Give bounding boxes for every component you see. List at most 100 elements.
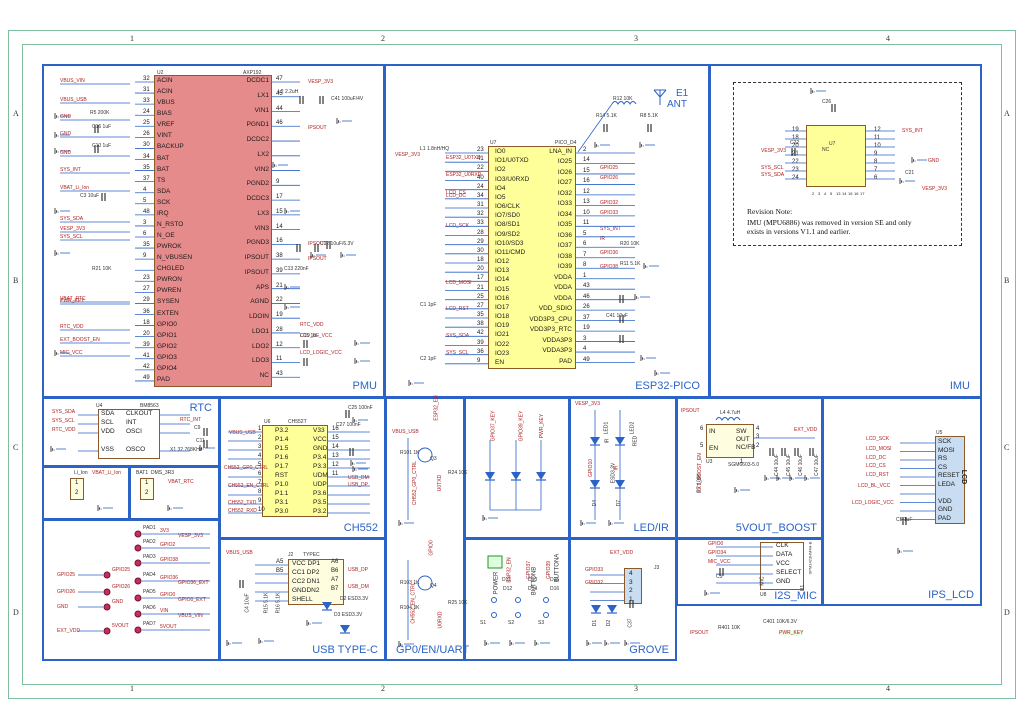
pmu-pin-number: 23: [143, 275, 150, 282]
li-ion-pin-1: 1: [75, 480, 79, 486]
rtc-pin-name: SCL: [101, 419, 114, 426]
gp0-component-label: R25 10K: [448, 600, 468, 606]
pmu-pin-number: 41: [143, 352, 150, 359]
revision-note-line-1: IMU (MPU6886) was removed in version SE …: [747, 218, 912, 227]
mic-pin-name: GND: [776, 578, 791, 585]
esp32-pin-name: IO2: [495, 166, 506, 174]
pmu-pin-number: 31: [143, 87, 150, 94]
imu-pin-number: 18: [792, 135, 799, 141]
esp32-pin-number: 21: [477, 284, 484, 291]
esp32-pin-name: IO8/SD1: [495, 221, 520, 229]
lcd-pin-name: RESET: [938, 472, 960, 479]
button-label: S1: [480, 620, 487, 626]
pmu-pin-name: LX3: [257, 209, 269, 217]
rtc-net-label: SYS_SDA: [52, 409, 76, 415]
usb-component-label: D2 ESD3.3V: [340, 596, 369, 602]
ch552-chip: [262, 425, 328, 517]
pmu-pin-name: PGND2: [246, 180, 269, 188]
pmu-pin-number: 34: [143, 153, 150, 160]
pmu-pin-number: 12: [276, 341, 283, 348]
ch552-pin-number: 3: [258, 444, 262, 450]
esp32-inductor-symbol: [611, 101, 637, 105]
pmu-pin-number: 6: [143, 231, 147, 237]
imu-component-label: C21: [905, 170, 915, 176]
esp32-pin-name: IO17: [495, 303, 510, 311]
pmu-pin-name: SCK: [157, 198, 171, 206]
esp32-pin-name: IO23: [495, 349, 510, 357]
imu-pin-number: 19: [792, 127, 799, 133]
imu-pin-number: 24: [792, 175, 799, 181]
boost-pin-number: 1: [740, 459, 744, 465]
lcd-ref: U5: [936, 430, 943, 436]
pmu-pin-name: ACIN: [157, 88, 173, 96]
test-pad: [103, 627, 111, 635]
imu-pin-number: 16: [854, 191, 859, 196]
pad-signal: GPIO0_EXT: [178, 597, 206, 603]
pmu-net-label: RTC_VDD: [60, 324, 84, 330]
esp32-pin-number: 9: [477, 357, 481, 364]
boost-pin-number: 5: [700, 443, 704, 449]
button-contact: [515, 612, 521, 618]
esp32-pin-number: 33: [477, 220, 484, 227]
pmu-pin-number: 48: [143, 208, 150, 215]
lcd-pin-name: MOSI: [938, 446, 955, 454]
pmu-pin-name: SYSEN: [157, 298, 180, 306]
pmu-net-label: SYS_SCL: [60, 234, 83, 240]
imu-ref: U7: [829, 141, 836, 147]
bottom-ipsout-net: IPSOUT: [690, 630, 709, 636]
lcd-panel-title: IPS_LCD: [928, 589, 974, 601]
pmu-pin-name: LX2: [257, 150, 269, 158]
usb-pin-number: A5: [276, 559, 284, 565]
imu-pin-number: 11: [874, 135, 881, 141]
esd-diode-symbol: [340, 625, 350, 633]
esp32-pin-number: 42: [477, 330, 484, 337]
esp32-pin-name: IO12: [495, 258, 510, 265]
imu-net-label: SYS_INT: [902, 128, 923, 134]
pmu-pin-name: PGND1: [246, 121, 269, 129]
pmu-pin-number: 35: [143, 164, 150, 171]
ch552-pin-number: 10: [258, 507, 265, 513]
pmu-pin-number: 5: [143, 197, 147, 204]
pmu-pin-name: AGND: [250, 298, 269, 306]
esp32-pin-number: 7: [583, 251, 587, 258]
pad-net: GPIO26: [57, 589, 76, 595]
grove-pin-number: 2: [629, 587, 633, 594]
pmu-component-label: C3 10uF: [80, 193, 100, 199]
col-ruler-1-bottom: 1: [130, 684, 134, 693]
pmu-pin-name: PWRON: [157, 276, 182, 284]
ch552-pin-name: P3.0: [275, 508, 289, 515]
pmu-pin-number: 35: [143, 242, 150, 249]
ch552-pin-number: 12: [332, 462, 339, 468]
rtc-chip-bm8563: [98, 409, 160, 459]
ch552-pin-number: 1: [258, 426, 262, 432]
esp32-pin-number: 16: [583, 178, 590, 185]
esp32-net-label: VESP_3V3: [395, 152, 421, 158]
esp32-pin-name: VDDA3P3: [542, 347, 572, 355]
pmu-pin-number: 18: [143, 319, 150, 326]
pmu-component-label: C10 1uF: [92, 143, 112, 149]
row-ruler-c: C: [13, 443, 19, 452]
pad-ref: PAD3: [143, 554, 156, 560]
gp0-component-label: R24 10K: [448, 470, 468, 476]
boost-pin-name: IN: [709, 428, 716, 435]
ch552-part: CH552T: [288, 419, 307, 425]
ch552-pin-number: 11: [332, 471, 339, 477]
pmu-component-label: C13 220nF: [284, 266, 309, 272]
rtc-component-label: C11: [196, 438, 205, 444]
esp32-pin-number: 41: [477, 156, 484, 163]
imu-pin-number: 3: [818, 191, 821, 196]
esp32-pin-name: IO22: [495, 340, 510, 348]
test-pad: [134, 559, 142, 567]
lcd-pin-name: PAD: [938, 514, 951, 522]
pmu-net-label: EXT_BOOST_EN: [60, 337, 100, 343]
test-pad: [134, 594, 142, 602]
pad-ref: PAD6: [143, 605, 156, 611]
ch552-pin-number: 6: [258, 471, 262, 477]
grove-ref: J3: [654, 565, 660, 571]
pmu-pin-name: VIN2: [254, 165, 269, 173]
esp32-pin-number: 3: [583, 335, 587, 342]
gp0-component-label: R104 1K: [400, 605, 420, 611]
esp32-ref: U7: [490, 140, 497, 146]
pmu-pin-name: PGND3: [246, 239, 269, 247]
col-ruler-2: 2: [381, 34, 385, 43]
